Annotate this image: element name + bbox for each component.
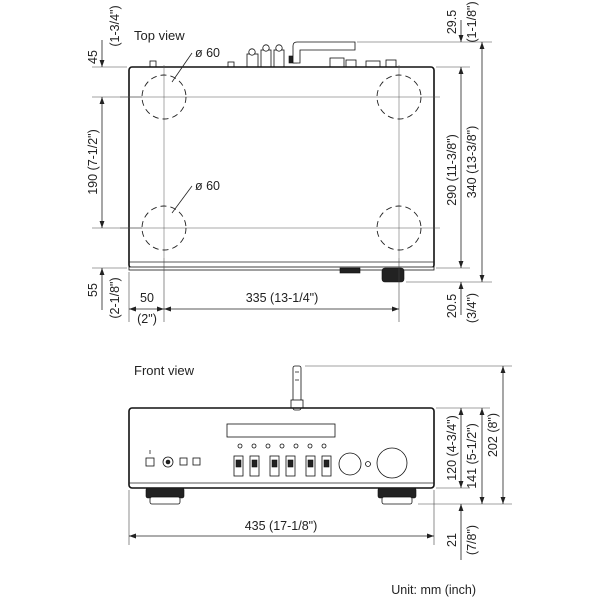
dim-202: 202 (8") xyxy=(486,413,500,457)
front-knobs xyxy=(338,447,408,479)
dim-21-in: (7/8") xyxy=(465,525,479,555)
foot-top-left xyxy=(141,74,187,120)
top-view: Top view xyxy=(86,1,492,326)
dim-335: 335 (13-1/4") xyxy=(246,291,319,305)
front-sliders xyxy=(233,455,332,477)
dim-45-mm: 45 xyxy=(86,50,100,64)
dim-45-in: (1-3/4") xyxy=(108,5,122,46)
dim-55-mm: 55 xyxy=(86,283,100,297)
front-view: Front view xyxy=(128,363,512,560)
foot-bottom-left xyxy=(141,205,187,251)
dim-340: 340 (13-3/8") xyxy=(465,126,479,199)
dim-29-5-mm: 29.5 xyxy=(445,10,459,34)
dim-141: 141 (5-1/2") xyxy=(465,423,479,489)
left-dimensions: 45 (1-3/4") 190 (7-1/2") 55 (2-1/8") xyxy=(86,5,142,319)
dim-20-5-in: (3/4") xyxy=(465,293,479,323)
dim-120: 120 (4-3/4") xyxy=(445,415,459,481)
rear-connectors xyxy=(149,41,397,68)
dim-21-mm: 21 xyxy=(445,533,459,547)
foot-bottom-right xyxy=(376,205,422,251)
front-edge xyxy=(128,266,435,283)
dim-290: 290 (11-3/8") xyxy=(445,134,459,206)
right-dimensions: 29.5 (1-1/8") 290 (11-3/8") 340 (13-3/8"… xyxy=(357,1,492,323)
selector-knob xyxy=(338,452,362,476)
bottom-dimensions: 50 (2") 335 (13-1/4") xyxy=(128,258,400,326)
dim-50-mm: 50 xyxy=(140,291,154,305)
diameter-label-lower: ø 60 xyxy=(195,179,220,193)
antenna-folded xyxy=(292,41,356,64)
antenna-standing xyxy=(290,365,304,411)
dim-20-5-mm: 20.5 xyxy=(445,294,459,318)
dim-50-in: (2") xyxy=(137,312,157,326)
front-view-title: Front view xyxy=(134,363,195,378)
indicator-row xyxy=(237,443,327,449)
display-window xyxy=(226,423,336,438)
volume-knob xyxy=(376,447,408,479)
dim-55-in: (2-1/8") xyxy=(108,277,122,318)
top-view-title: Top view xyxy=(134,28,185,43)
foot-outlines xyxy=(141,74,422,251)
unit-note: Unit: mm (inch) xyxy=(391,583,476,597)
dim-190: 190 (7-1/2") xyxy=(86,129,100,195)
power-button xyxy=(145,457,155,467)
front-feet xyxy=(145,487,417,505)
dim-435: 435 (17-1/8") xyxy=(245,519,318,533)
diameter-label-upper: ø 60 xyxy=(195,46,220,60)
foot-top-right xyxy=(376,74,422,120)
front-view-body xyxy=(128,407,435,489)
left-controls xyxy=(145,450,201,468)
dim-29-5-in: (1-1/8") xyxy=(465,1,479,42)
foot-center-lines xyxy=(120,65,440,258)
